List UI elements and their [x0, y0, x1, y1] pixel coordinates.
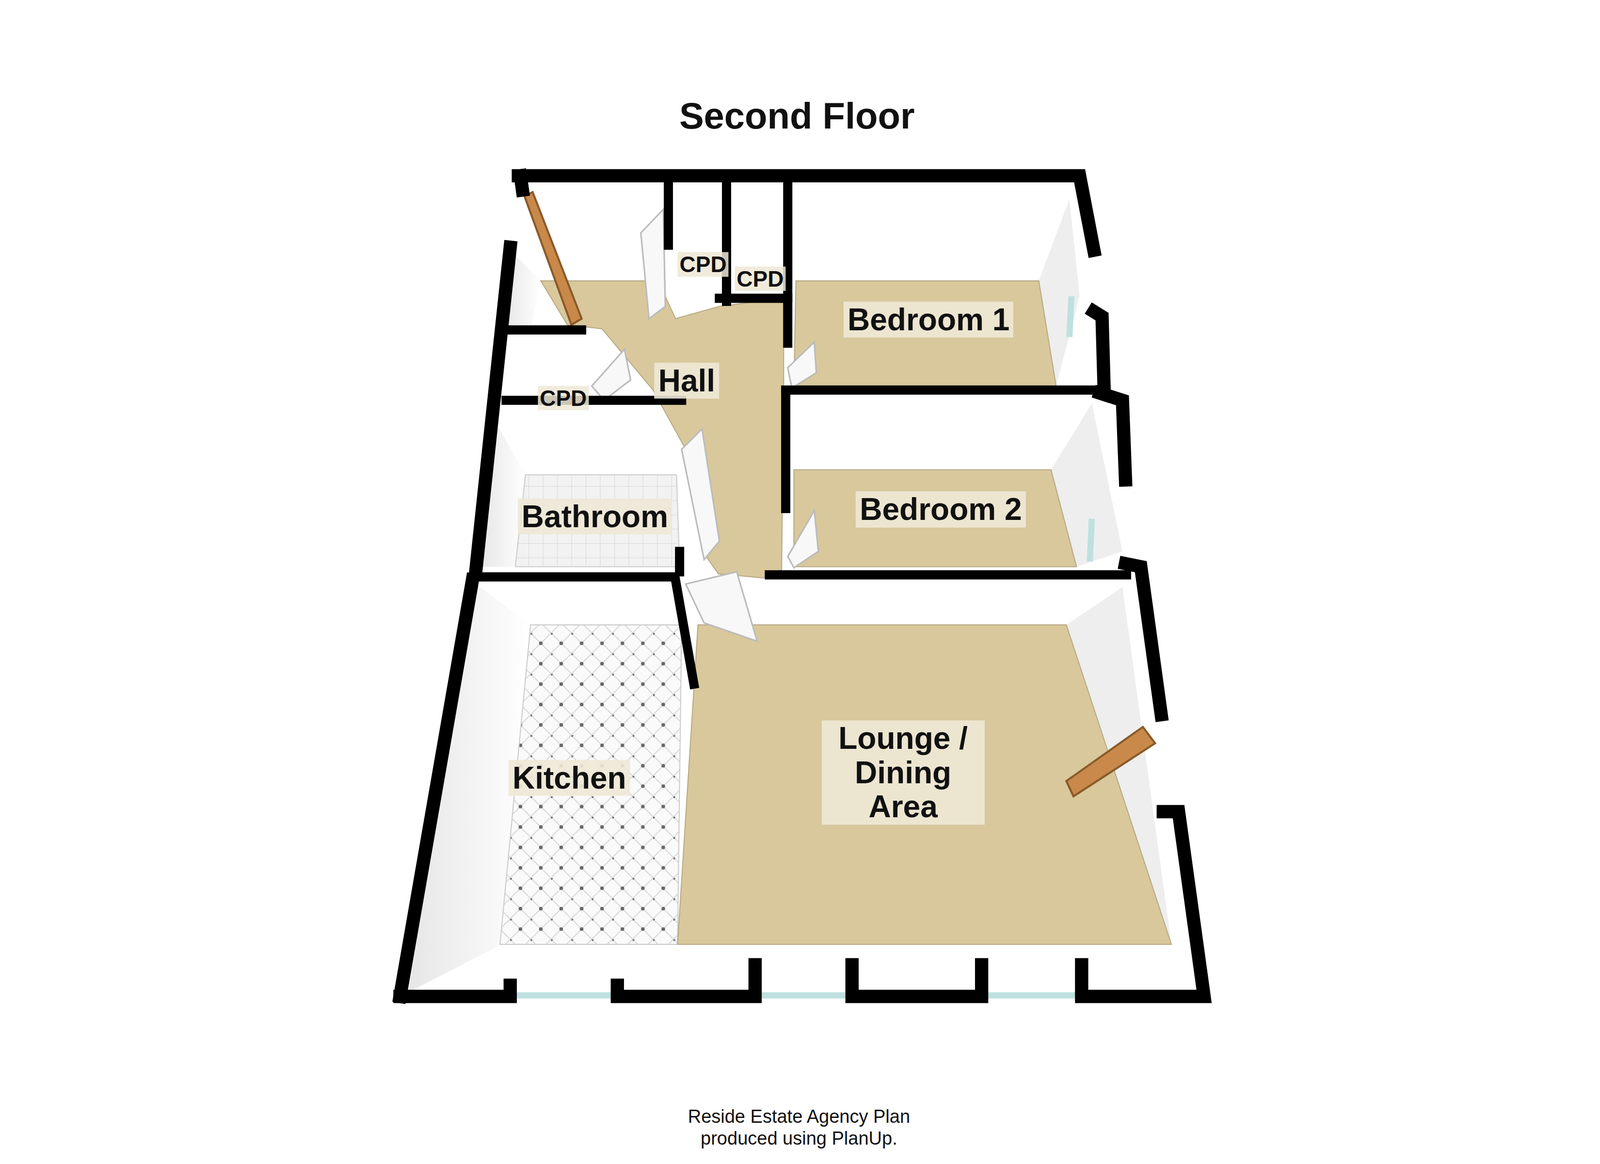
door-leaf	[685, 571, 757, 641]
room-label: Hall	[654, 362, 720, 399]
door-leaf	[681, 428, 720, 560]
floor-kitchen	[499, 624, 682, 944]
room-label: Bathroom	[517, 498, 672, 535]
room-label: CPD	[734, 266, 786, 291]
door-leaf	[787, 341, 817, 388]
wall-faces	[400, 178, 1196, 996]
outer-walls	[400, 175, 1204, 996]
door-leaf	[592, 349, 631, 400]
room-label: CPD	[677, 252, 729, 277]
front-door	[524, 192, 582, 325]
floor-bedroom	[793, 469, 1077, 567]
room-name: Hall	[658, 363, 716, 399]
room-label: Lounge / Dining Area	[821, 720, 985, 825]
room-label: Bedroom 2	[855, 491, 1026, 528]
door-leaf	[640, 209, 666, 319]
room-name: Bathroom	[521, 498, 669, 534]
room-name: Lounge / Dining Area	[838, 720, 968, 825]
door-leaf	[787, 510, 819, 568]
floor-bedroom	[793, 280, 1056, 386]
room-label: Kitchen	[508, 759, 631, 796]
floor-bathroom	[515, 474, 680, 567]
room-name: Kitchen	[512, 759, 627, 795]
room-label: Bedroom 1	[843, 301, 1014, 338]
entrance-door	[1066, 726, 1155, 797]
room-label: CPD	[537, 385, 589, 411]
plan-title: Second Floor	[679, 94, 915, 137]
room-name: Bedroom 2	[859, 491, 1022, 527]
room-name: Bedroom 1	[847, 302, 1010, 337]
inner-walls	[474, 183, 1127, 684]
room-name: CPD	[679, 251, 727, 277]
room-name: CPD	[539, 384, 587, 411]
room-name: CPD	[736, 265, 784, 291]
plan-caption: Reside Estate Agency Plan produced using…	[663, 1105, 935, 1150]
floor-lounge	[677, 624, 1172, 944]
